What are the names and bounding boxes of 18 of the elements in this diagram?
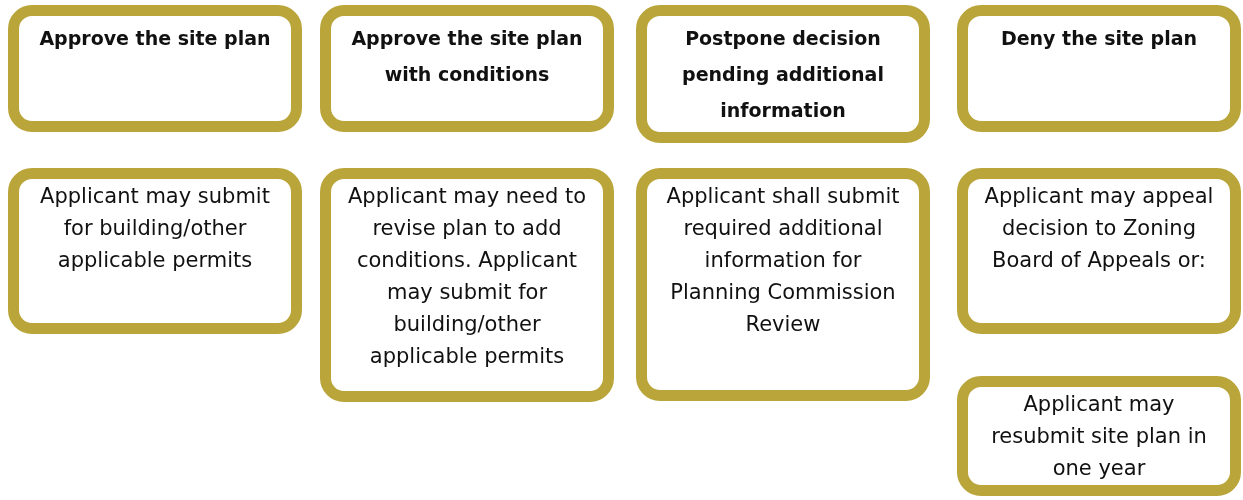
decision-box xyxy=(320,5,614,132)
outcome-box xyxy=(957,168,1241,334)
outcome-box xyxy=(957,376,1241,496)
outcome-text: Applicant may submit for building/other applicable permits xyxy=(39,183,271,274)
decision-title: Deny the site plan xyxy=(1000,26,1198,51)
outcome-text: Applicant may resubmit site plan in one year xyxy=(990,391,1208,482)
outcome-box xyxy=(8,168,302,334)
decision-title: Approve the site plan xyxy=(39,26,271,51)
outcome-box xyxy=(320,168,614,402)
decision-title: Postpone decision pending additional information xyxy=(681,26,885,123)
outcome-text: Applicant may need to revise plan to add conditions. Applicant may submit for building/other applicable permits xyxy=(347,183,587,370)
outcome-box xyxy=(636,168,930,401)
outcome-text: Applicant shall submit required additional information for Planning Commission Review xyxy=(665,183,901,338)
outcome-text: Applicant may appeal decision to Zoning Board of Appeals or: xyxy=(984,183,1214,274)
decision-box xyxy=(957,5,1241,132)
decision-box xyxy=(8,5,302,132)
decision-title: Approve the site plan with conditions xyxy=(350,26,584,87)
decision-box xyxy=(636,5,930,143)
